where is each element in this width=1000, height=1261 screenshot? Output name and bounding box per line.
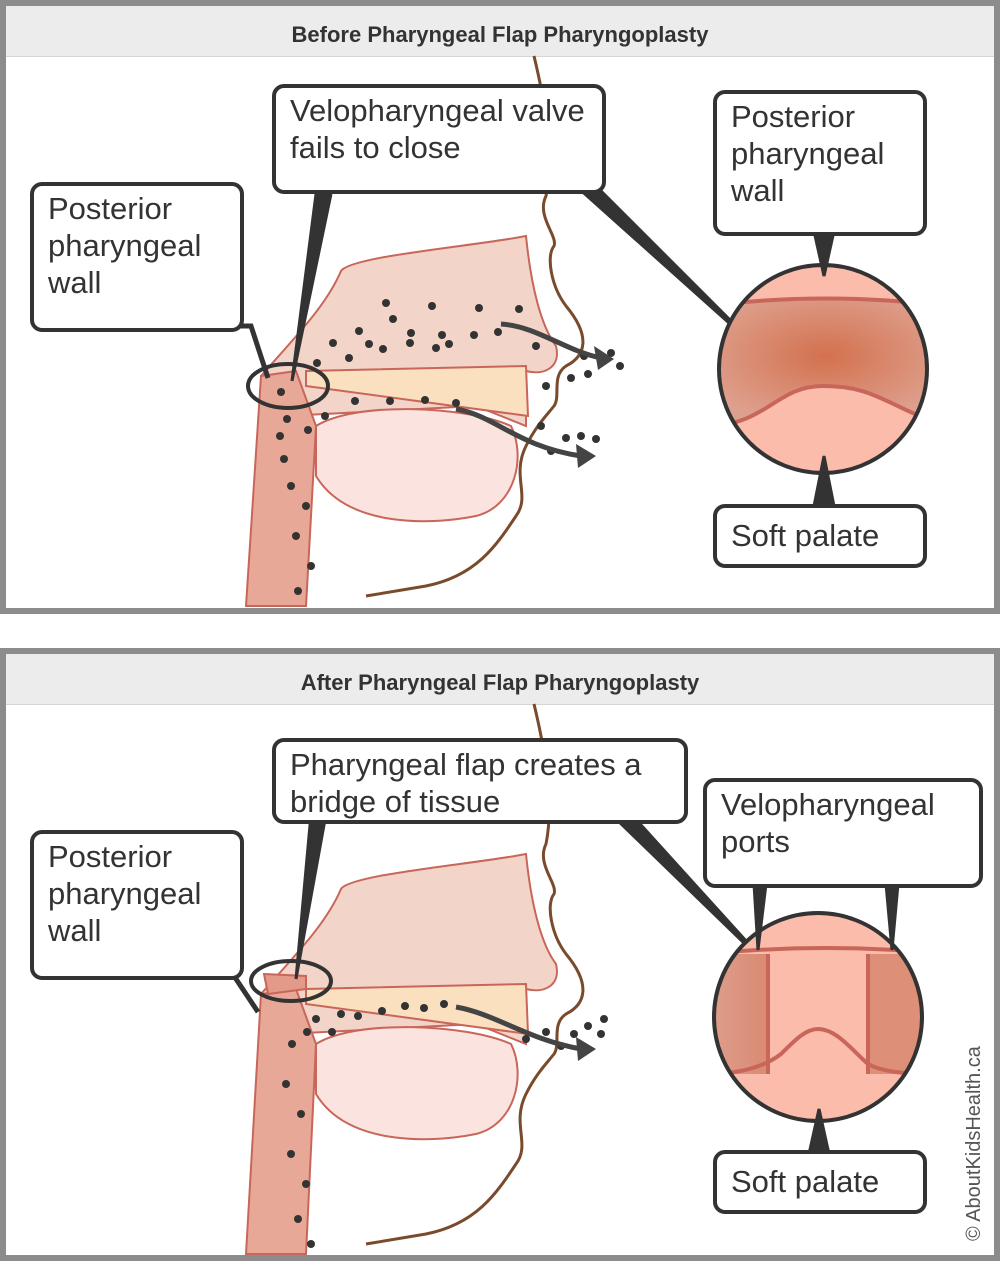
posterior-wall-pointer xyxy=(236,323,271,379)
oral-airflow-arrowhead xyxy=(576,444,596,468)
after-panel: After Pharyngeal Flap Pharyngoplasty xyxy=(0,648,1000,1261)
oral-airflow-arrow xyxy=(455,1004,582,1052)
inset-bottom-pointer xyxy=(807,1108,831,1155)
nasal-airflow-arrow xyxy=(500,321,602,361)
hard-palate xyxy=(305,364,530,418)
copyright-credit: © AboutKidsHealth.ca xyxy=(963,1046,985,1241)
oral-airflow-arrow xyxy=(455,406,582,459)
after-anatomy-illustration xyxy=(216,703,924,1255)
port-left-pointer xyxy=(752,883,768,951)
port-right-pointer xyxy=(884,883,900,951)
airflow-particles xyxy=(282,1000,608,1248)
callout-valve-fails: Velopharyngeal valve fails to close xyxy=(272,84,606,194)
pharynx xyxy=(244,369,318,607)
pharyngeal-flap-ellipse xyxy=(249,959,333,1003)
nasal-airflow-arrowhead xyxy=(594,346,614,370)
before-panel-title: Before Pharyngeal Flap Pharyngoplasty xyxy=(6,6,994,57)
inset-top-pointer xyxy=(812,230,836,277)
face-profile xyxy=(365,55,585,598)
callout-velopharyngeal-ports: Velopharyngeal ports xyxy=(703,778,983,888)
before-anatomy-illustration xyxy=(236,55,929,607)
oral-airflow-arrowhead xyxy=(576,1037,596,1061)
callout-posterior-pharyngeal-wall: Posterior pharyngeal wall xyxy=(30,830,244,980)
callout-flap-bridge: Pharyngeal flap creates a bridge of tiss… xyxy=(272,738,688,824)
oral-cavity xyxy=(315,408,519,523)
callout-posterior-pharyngeal-wall: Posterior pharyngeal wall xyxy=(30,182,244,332)
flap-pointer xyxy=(294,813,328,980)
face-profile xyxy=(365,703,585,1246)
velopharyngeal-valve-ellipse xyxy=(246,362,330,410)
callout-soft-palate: Soft palate xyxy=(713,504,927,568)
inset-bottom-pointer xyxy=(812,455,836,507)
after-panel-title: After Pharyngeal Flap Pharyngoplasty xyxy=(6,654,994,705)
callout-inset-posterior-wall: Posterior pharyngeal wall xyxy=(713,90,927,236)
oral-cavity xyxy=(315,1026,519,1141)
callout-soft-palate: Soft palate xyxy=(713,1150,927,1214)
before-panel: Before Pharyngeal Flap Pharyngoplasty xyxy=(0,0,1000,614)
valve-pointer xyxy=(290,193,333,382)
pharyngeal-flap xyxy=(262,972,307,996)
